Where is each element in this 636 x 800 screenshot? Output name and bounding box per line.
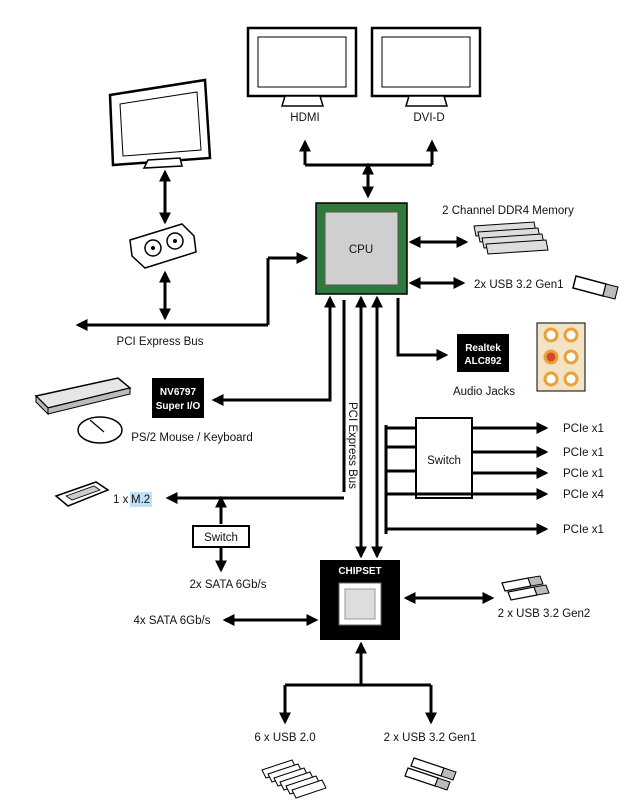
usb-gen1-bottom-label: 2 x USB 3.2 Gen1 — [384, 732, 477, 744]
m2-label: M.2 — [131, 494, 150, 506]
ps2-label: PS/2 Mouse / Keyboard — [131, 432, 252, 444]
m2-prefix-label: 1 x — [113, 494, 129, 506]
usb-stick-icon — [572, 275, 619, 300]
monitor-hdmi-icon — [246, 26, 358, 107]
mouse-icon — [77, 416, 123, 444]
display-bus — [299, 139, 438, 199]
pcie-slot-2-label: PCIe x1 — [563, 447, 604, 459]
usb-gen2-label: 2 x USB 3.2 Gen2 — [498, 608, 591, 620]
chipset-chip — [320, 560, 400, 640]
m2-highlight — [130, 492, 152, 507]
pcie-slot-1-label: PCIe x1 — [563, 423, 604, 435]
switch-right-box — [415, 417, 473, 499]
superio-chip — [152, 378, 204, 418]
realtek-label: Realtek — [465, 343, 501, 354]
monitor-left-icon — [108, 78, 212, 169]
pcie-fanout — [384, 422, 549, 535]
cpu-chip — [315, 202, 408, 295]
sata-4x-label: 4x SATA 6Gb/s — [134, 615, 211, 627]
usb20-sticks-icon — [261, 759, 327, 799]
audio-jacks-icon — [536, 322, 586, 392]
superio-link — [211, 295, 336, 406]
graphics-card-icon — [129, 223, 197, 269]
usb-gen2-sticks-icon — [501, 575, 550, 601]
cpu-label: CPU — [349, 244, 373, 256]
usb20-label: 6 x USB 2.0 — [254, 732, 315, 744]
pcie-slot-5-label: PCIe x1 — [563, 524, 604, 536]
pci-express-bus-horizontal — [75, 252, 309, 331]
monitor-dvid-icon — [370, 26, 482, 107]
pcie-slot-4-label: PCIe x4 — [563, 489, 605, 501]
chipset-label: CHIPSET — [338, 566, 381, 577]
switch-left-label: Switch — [204, 532, 238, 544]
pci-express-bus-label: PCI Express Bus — [117, 336, 204, 348]
usb-gen1-bottom-sticks-icon — [404, 757, 457, 791]
sata-2x-label: 2x SATA 6Gb/s — [190, 579, 267, 591]
usb-bottom-fanout — [279, 641, 437, 725]
superio-model-label: NV6797 — [160, 387, 197, 398]
pci-express-bus-vertical-label: PCI Express Bus — [346, 402, 358, 489]
switch-right-label: Switch — [427, 455, 461, 467]
audio-link — [396, 298, 449, 361]
superio-label: Super I/O — [156, 401, 201, 412]
realtek-model-label: ALC892 — [464, 356, 502, 367]
realtek-chip — [457, 334, 509, 372]
memory-label: 2 Channel DDR4 Memory — [442, 205, 574, 217]
switch-left-box — [192, 525, 250, 548]
hdmi-label: HDMI — [290, 112, 319, 124]
memory-modules-icon — [473, 221, 549, 255]
m2-ssd-icon — [54, 481, 110, 507]
pci-express-bus-vertical — [342, 295, 383, 559]
pcie-slot-3-label: PCIe x1 — [563, 468, 604, 480]
keyboard-icon — [34, 377, 132, 416]
usb-cpu-label: 2x USB 3.2 Gen1 — [474, 279, 564, 291]
dvid-label: DVI-D — [413, 112, 444, 124]
audio-jacks-label: Audio Jacks — [453, 386, 515, 398]
